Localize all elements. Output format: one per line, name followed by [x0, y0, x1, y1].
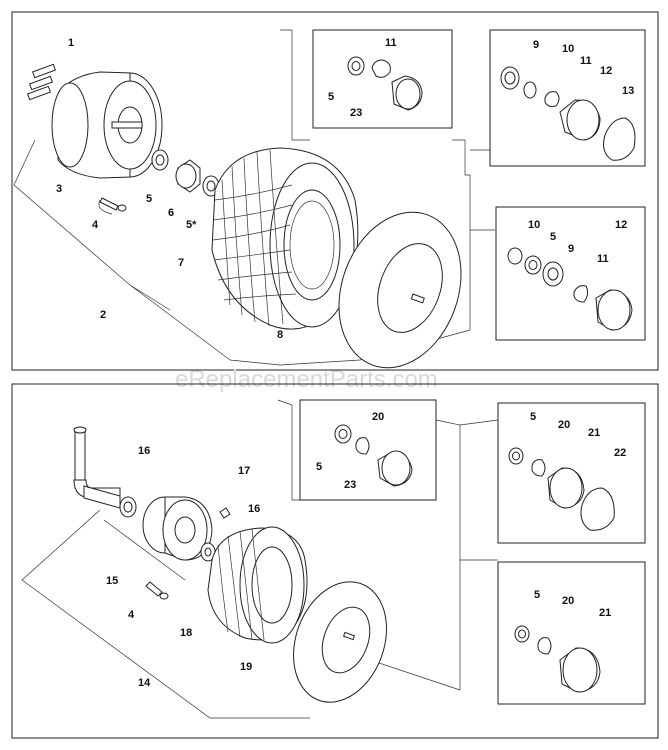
top-section: 1 2 3 4 5 6 5* 7 8 11 5 23 9 10 11 12 13…: [11, 11, 659, 371]
label-16-b: 16: [248, 503, 260, 515]
bottom-rim: [142, 496, 213, 561]
box3-label-10: 10: [528, 219, 540, 231]
top-labels: 1 2 3 4 5 6 5* 7 8 11 5 23 9 10 11 12 13…: [56, 37, 634, 341]
label-19: 19: [240, 661, 252, 673]
bottom-tire: [207, 526, 308, 644]
box5-label-20: 20: [558, 419, 570, 431]
top-inner-tube: [338, 211, 462, 369]
box3-label-5: 5: [550, 231, 556, 243]
detail-box-6: [497, 561, 646, 705]
box5-label-21: 21: [588, 427, 600, 439]
bearing-16-left: [119, 496, 137, 518]
bottom-leader-lines: [21, 399, 499, 719]
box4-label-5: 5: [316, 461, 322, 473]
detail-box-3: [495, 206, 646, 341]
box3-label-12: 12: [615, 219, 627, 231]
label-8: 8: [277, 329, 283, 341]
bottom-inner-tube: [293, 581, 387, 703]
label-1: 1: [68, 37, 74, 49]
label-4: 4: [92, 219, 99, 231]
bottom-section-frame: [11, 383, 659, 739]
grease-fitting: [219, 507, 231, 519]
bottom-labels: 16 17 16 15 4 18 19 14 20 5 23 5 20 21 2…: [106, 411, 626, 689]
spindle-axle: [73, 426, 121, 509]
box2-label-11: 11: [580, 55, 592, 67]
box2-label-10: 10: [562, 43, 574, 55]
detail-box-2: [489, 29, 646, 167]
label-7: 7: [178, 257, 184, 269]
box2-label-13: 13: [622, 85, 634, 97]
detail-box-1: [312, 29, 453, 129]
box1-label-11: 11: [385, 37, 397, 49]
label-5: 5: [146, 193, 152, 205]
box5-label-5: 5: [530, 411, 536, 423]
label-6: 6: [168, 207, 174, 219]
box6-label-5: 5: [534, 589, 540, 601]
box6-label-20: 20: [562, 595, 574, 607]
box3-label-9: 9: [568, 243, 574, 255]
box5-label-22: 22: [614, 447, 626, 459]
label-14: 14: [138, 677, 151, 689]
hub-hardware: [151, 149, 220, 197]
valve-stem: [98, 197, 127, 215]
bearing-16-right: [200, 542, 216, 562]
box4-label-23: 23: [344, 479, 356, 491]
top-section-frame: [11, 11, 659, 371]
label-18: 18: [180, 627, 192, 639]
bottom-section: 16 17 16 15 4 18 19 14 20 5 23 5 20 21 2…: [11, 383, 659, 739]
box1-label-5: 5: [328, 91, 334, 103]
bottom-valve: [145, 581, 169, 600]
box3-label-11: 11: [597, 253, 609, 265]
label-5-star: 5*: [186, 219, 197, 231]
top-tire: [211, 147, 359, 330]
label-15: 15: [106, 575, 118, 587]
box4-label-20: 20: [372, 411, 384, 423]
box6-label-21: 21: [599, 607, 611, 619]
label-16-a: 16: [138, 445, 150, 457]
label-17: 17: [238, 465, 250, 477]
watermark: eReplacementParts.com: [175, 366, 438, 393]
detail-box-5: [497, 402, 646, 544]
label-3: 3: [56, 183, 62, 195]
bottom-tread-pattern: [217, 528, 265, 641]
tread-pattern: [212, 149, 297, 327]
box1-label-23: 23: [350, 107, 362, 119]
valve-stem-bars: [26, 63, 57, 101]
detail-box-4: [299, 399, 437, 501]
label-4-bottom: 4: [128, 609, 135, 621]
top-leader-lines: [13, 29, 495, 366]
wheel-rim: [51, 71, 163, 179]
box2-label-12: 12: [600, 65, 612, 77]
label-2: 2: [100, 309, 106, 321]
box2-label-9: 9: [533, 39, 539, 51]
